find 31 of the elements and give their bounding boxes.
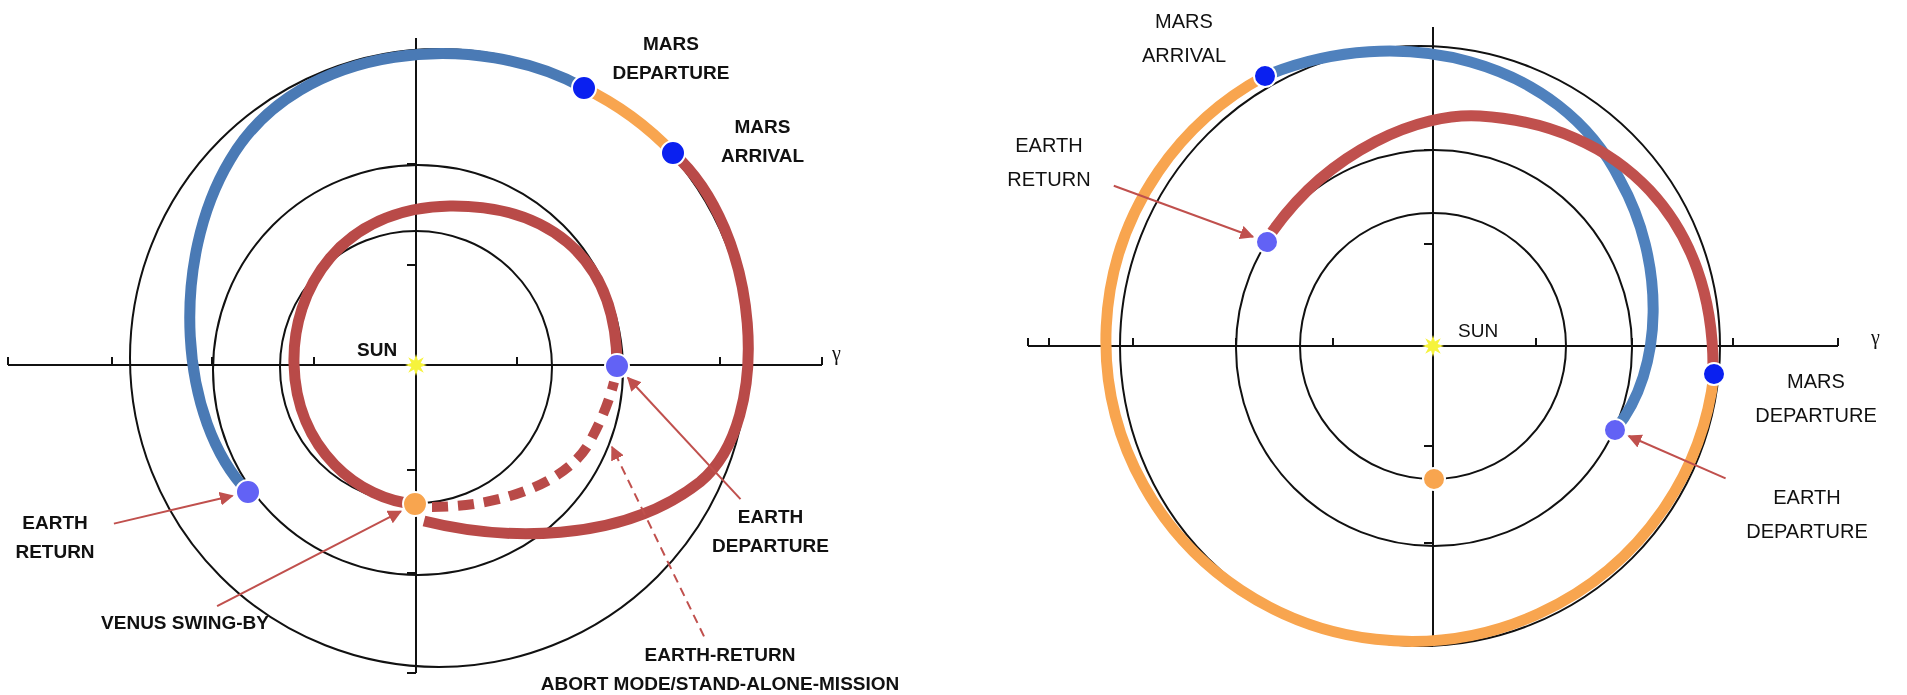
- arrow: [112, 491, 234, 525]
- callout-text: EARTH RETURN: [1006, 133, 1092, 192]
- arrow: [1627, 434, 1727, 480]
- callout-text: EARTH-RETURN: [643, 643, 797, 667]
- callout-text: EARTH DEPARTURE: [711, 505, 830, 559]
- arrow: [1112, 184, 1255, 240]
- axis-label: γ: [1871, 326, 1880, 349]
- point-label: MARS ARRIVAL: [719, 115, 805, 169]
- arrow: [611, 445, 705, 638]
- position-dot: [1422, 467, 1446, 491]
- sun-label: SUN: [1458, 320, 1499, 342]
- position-dot: [402, 491, 428, 517]
- callout-text: ABORT MODE/STAND-ALONE-MISSION: [539, 672, 901, 695]
- arrow: [626, 376, 742, 501]
- callout-text: VENUS SWING-BY: [100, 611, 270, 635]
- position-dot: [571, 75, 597, 101]
- point-label: MARS DEPARTURE: [611, 32, 731, 86]
- position-dot: [1702, 362, 1726, 386]
- point-label: MARS ARRIVAL: [1140, 9, 1228, 68]
- sun-label: SUN: [357, 339, 398, 361]
- position-dot: [1253, 64, 1277, 88]
- position-dot: [1255, 230, 1279, 254]
- position-dot: [235, 479, 261, 505]
- callout-text: EARTH RETURN: [14, 511, 96, 565]
- callout-text: EARTH DEPARTURE: [1745, 485, 1869, 544]
- position-dot: [604, 353, 630, 379]
- axis-label: γ: [832, 342, 841, 365]
- position-dot: [660, 140, 686, 166]
- arrow: [216, 510, 403, 608]
- position-dot: [1603, 418, 1627, 442]
- point-label: MARS DEPARTURE: [1754, 369, 1878, 428]
